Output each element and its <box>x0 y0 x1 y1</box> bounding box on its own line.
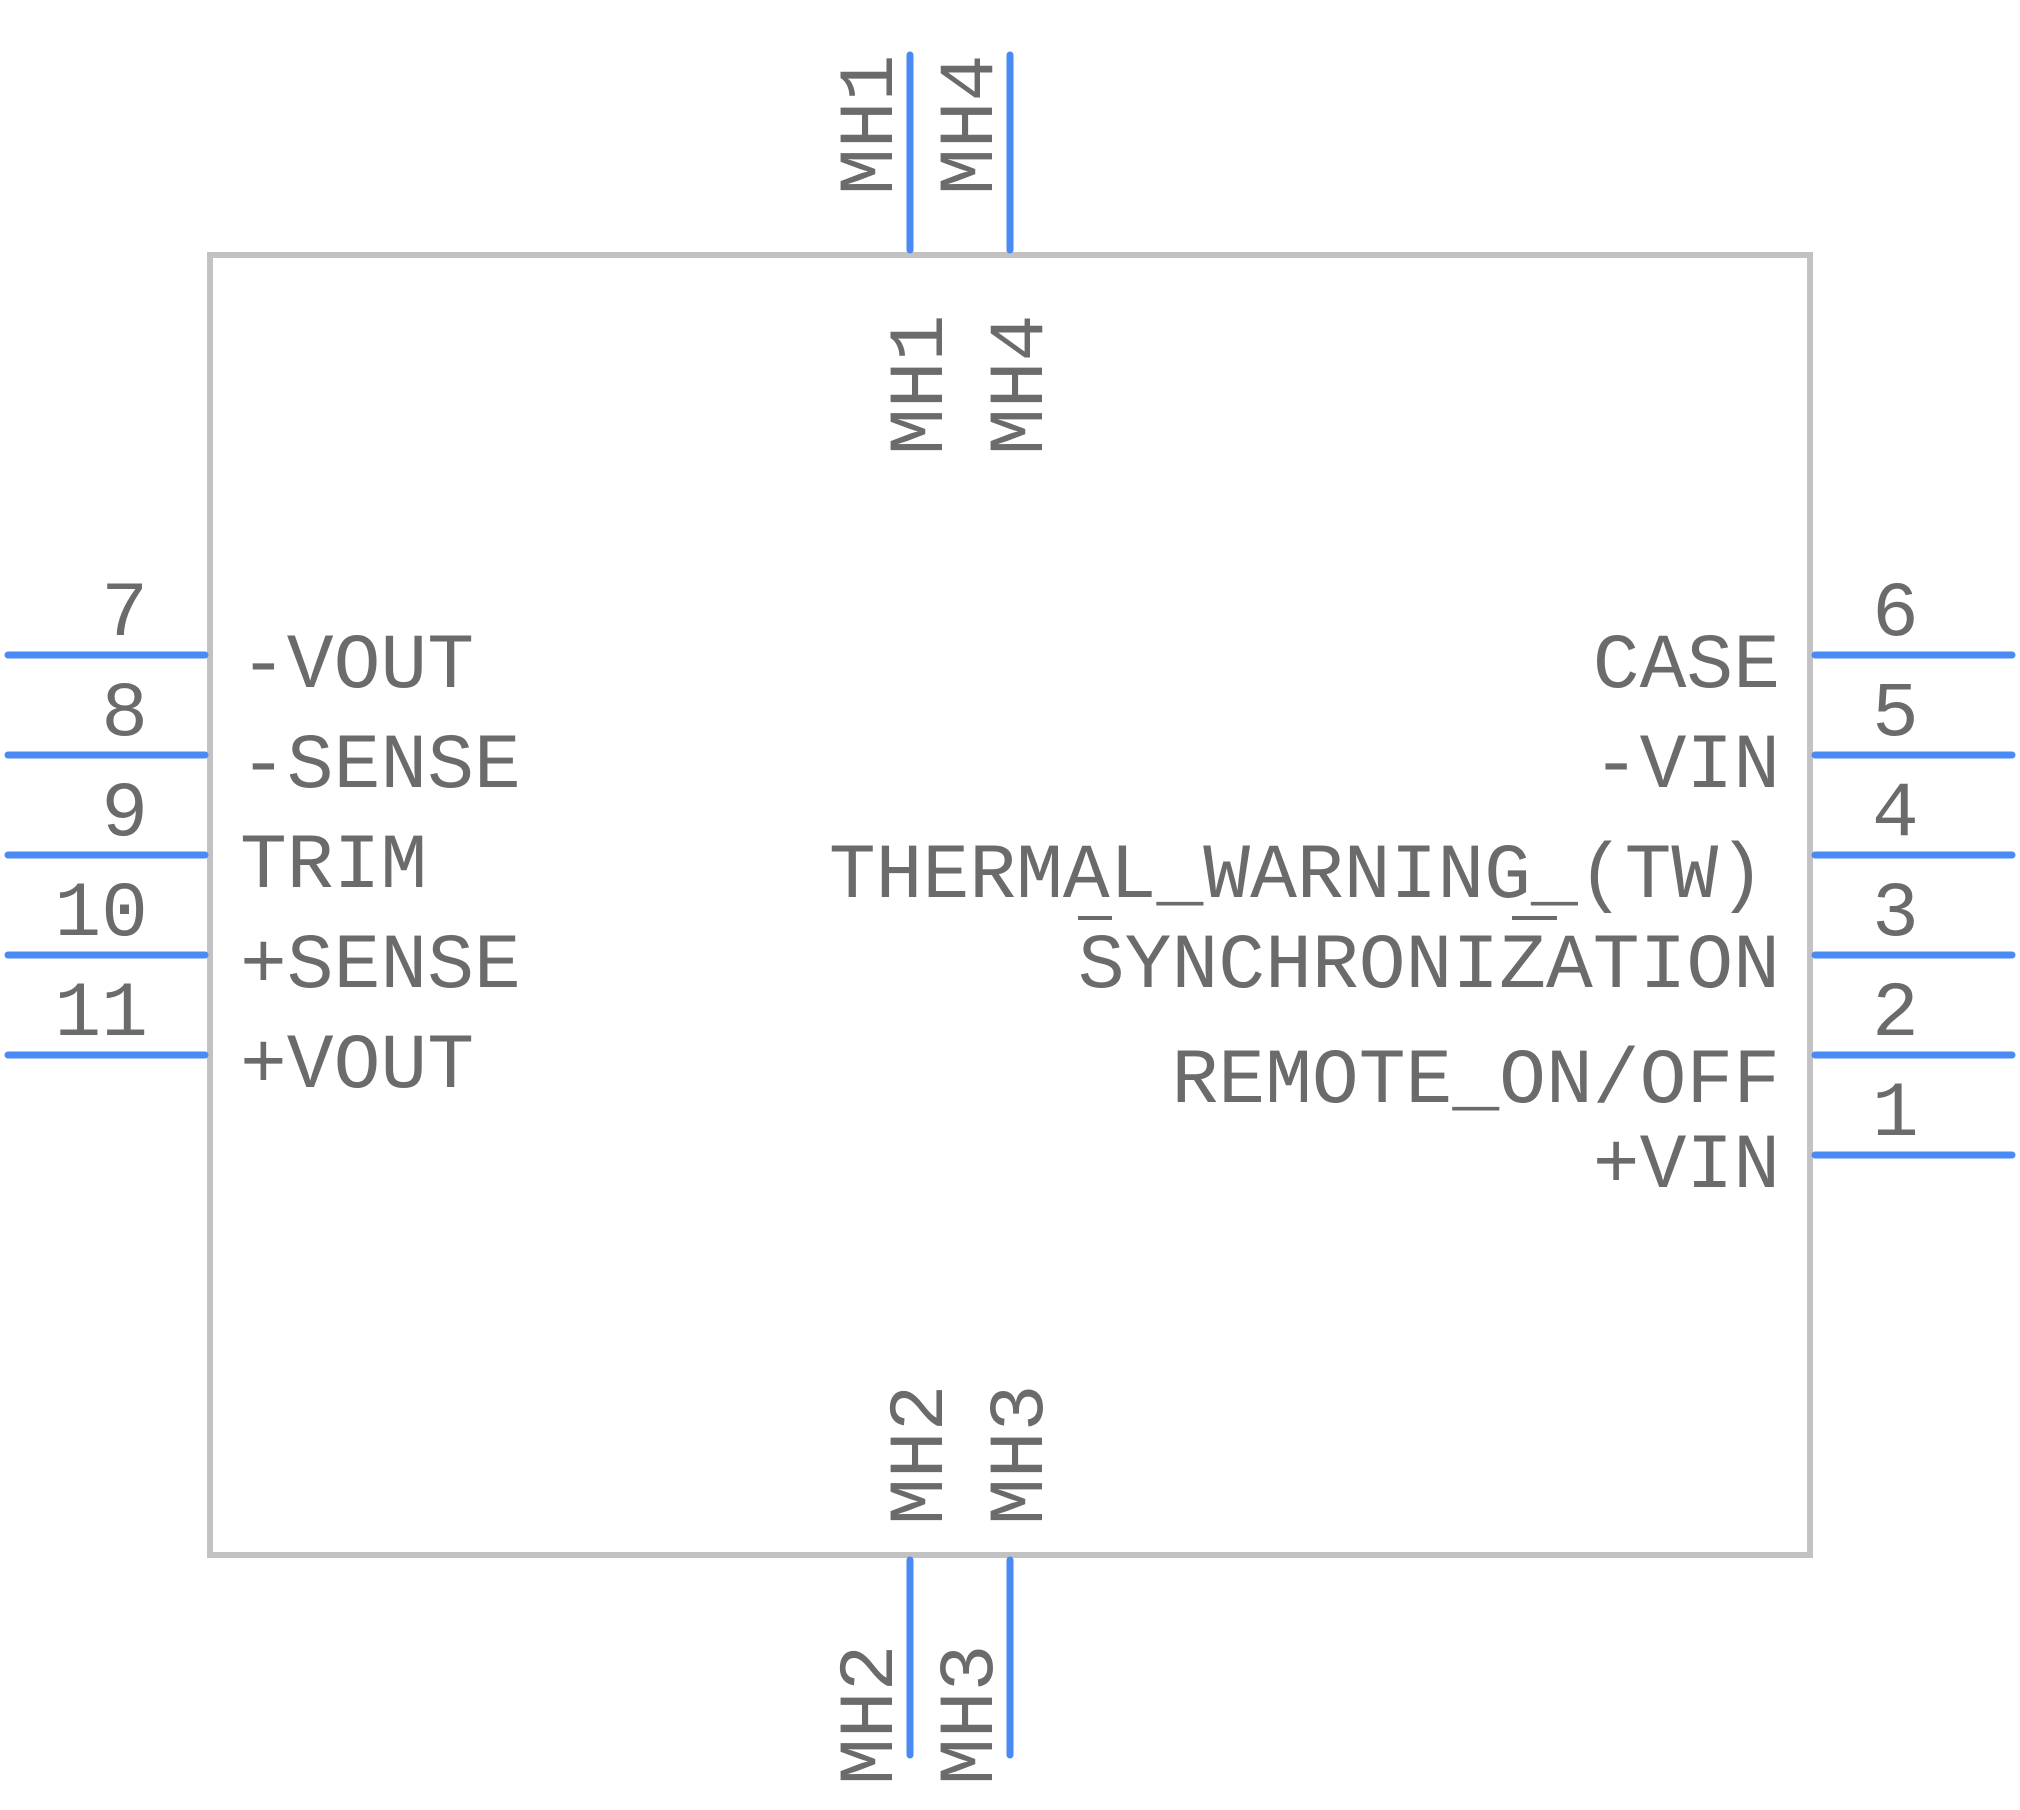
pin-name: -VIN <box>1593 723 1780 811</box>
pin-name: MH4 <box>978 315 1066 455</box>
pin-name: MH2 <box>878 1385 966 1525</box>
pin-number: 4 <box>1872 771 1919 859</box>
left-pin[interactable]: 7 -VOUT <box>4 571 474 711</box>
pin-name: MH3 <box>978 1385 1066 1525</box>
component-body <box>207 252 1813 1558</box>
left-pin[interactable]: 11 +VOUT <box>4 971 474 1111</box>
pin-number: MH1 <box>828 55 916 195</box>
pin-name: +VIN <box>1593 1123 1780 1211</box>
pin-number: 11 <box>54 971 148 1059</box>
pin-number: 8 <box>101 671 148 759</box>
right-pin[interactable]: 6 CASE <box>1593 571 2016 711</box>
pin-number: 10 <box>54 871 148 959</box>
right-pin[interactable]: 1 +VIN <box>1593 1071 2016 1211</box>
right-pin[interactable]: 5 -VIN <box>1593 671 2016 811</box>
top-pin[interactable]: MH4 MH4 <box>928 51 1066 455</box>
pin-name: -VOUT <box>240 623 474 711</box>
left-pin[interactable]: 8 -SENSE <box>4 671 521 811</box>
pin-number: 9 <box>101 771 148 859</box>
pin-number: MH4 <box>928 55 1016 195</box>
pin-number: 2 <box>1872 971 1919 1059</box>
pin-name: +SENSE <box>240 923 521 1011</box>
right-pin[interactable]: 4 THERMAL_WARNING_(TW) <box>829 771 2016 921</box>
pin-number: 3 <box>1872 871 1919 959</box>
pin-name: THERMAL_WARNING_(TW) <box>829 833 1765 921</box>
pin-name: CASE <box>1593 623 1780 711</box>
right-pin[interactable]: 2 REMOTE_ON/OFF <box>1172 971 2016 1126</box>
pin-name: -SENSE <box>240 723 521 811</box>
right-pin[interactable]: 3 SYNCHRONIZATION <box>1078 871 2016 1011</box>
left-pin[interactable]: 10 +SENSE <box>4 871 521 1011</box>
pin-number: MH3 <box>928 1645 1016 1785</box>
pin-number: 7 <box>101 571 148 659</box>
top-pin[interactable]: MH1 MH1 <box>828 51 966 455</box>
pin-number: MH2 <box>828 1645 916 1785</box>
pin-name: +VOUT <box>240 1023 474 1111</box>
pin-name: TRIM <box>240 823 427 911</box>
pin-name: MH1 <box>878 315 966 455</box>
pin-number: 6 <box>1872 571 1919 659</box>
bottom-pin[interactable]: MH2 MH2 <box>828 1385 966 1785</box>
pin-number: 1 <box>1872 1071 1919 1159</box>
pin-name: SYNCHRONIZATION <box>1078 923 1780 1011</box>
pin-name: REMOTE_ON/OFF <box>1172 1038 1781 1126</box>
pin-number: 5 <box>1872 671 1919 759</box>
bottom-pin[interactable]: MH3 MH3 <box>928 1385 1066 1785</box>
left-pin[interactable]: 9 TRIM <box>4 771 427 911</box>
